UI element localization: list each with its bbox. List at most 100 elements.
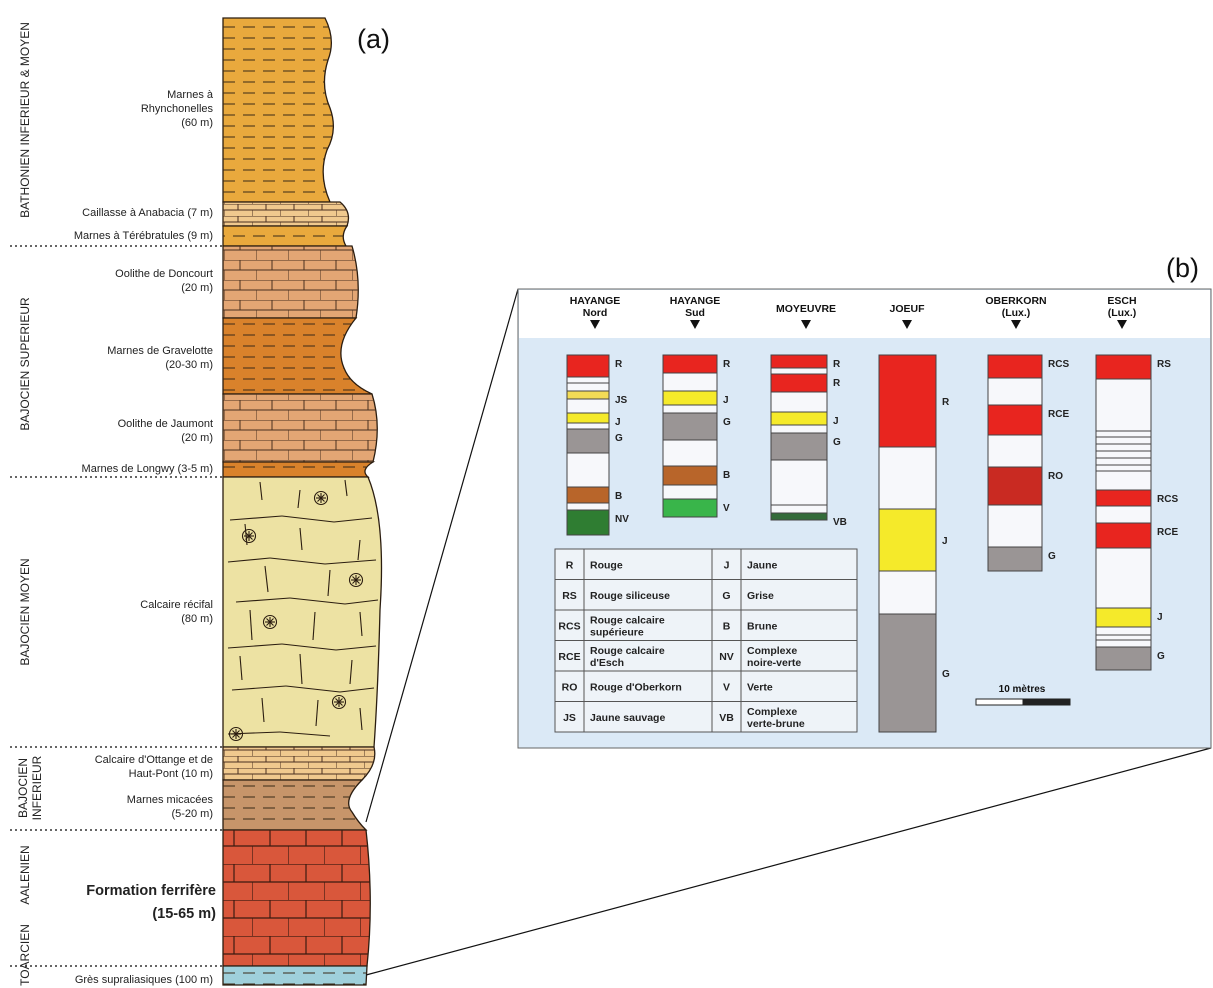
- layer-code-label: R: [833, 378, 841, 389]
- layer-code-label: G: [942, 669, 950, 680]
- layer-code-label: V: [723, 503, 730, 514]
- unit-label: Oolithe de Doncourt: [115, 268, 213, 280]
- legend-name: Complexe: [747, 706, 797, 718]
- legend-code: VB: [719, 712, 734, 724]
- stage-label-aalenien: AALENIEN: [18, 845, 32, 904]
- section-column-joeuf: R J G: [878, 354, 950, 733]
- legend-name: Verte: [747, 681, 773, 693]
- unit-label: Marnes à: [167, 89, 214, 101]
- unit-label: Caillasse à Anabacia (7 m): [82, 207, 213, 219]
- layer-code-label: G: [833, 437, 841, 448]
- layer-v: [662, 498, 718, 518]
- section-name: ESCH: [1107, 295, 1136, 307]
- fossil-icon: [348, 572, 364, 588]
- layer-code-label: RCE: [1157, 527, 1178, 538]
- zoom-connector-bottom: [365, 747, 1212, 976]
- layer-code-label: R: [723, 359, 731, 370]
- section-name: MOYEUVRE: [776, 303, 836, 315]
- legend-name: Jaune: [747, 559, 778, 571]
- legend-code: RCE: [558, 651, 580, 663]
- layer-b: [566, 486, 610, 504]
- legend-code: R: [566, 559, 574, 571]
- layer-code-label: J: [1157, 612, 1163, 623]
- layer-r: [566, 354, 610, 378]
- layer-code-label: G: [1157, 651, 1165, 662]
- legend-name: d'Esch: [590, 657, 624, 669]
- legend-name: Complexe: [747, 645, 797, 657]
- stage-label-toarcien: TOARCIEN: [18, 924, 32, 986]
- legend-name: noire-verte: [747, 657, 801, 669]
- layer-calcaire-recifal: [222, 476, 383, 748]
- layer-code-label: B: [615, 491, 622, 502]
- layer-code-label: R: [942, 397, 950, 408]
- legend-name: Rouge: [590, 559, 623, 571]
- layer-j: [662, 390, 718, 406]
- layer-g: [878, 613, 937, 733]
- legend-code: V: [723, 681, 730, 693]
- down-arrow-icon: [801, 320, 811, 329]
- layer-code-label: RS: [1157, 359, 1171, 370]
- legend-code: NV: [719, 651, 734, 663]
- layer-j: [770, 411, 828, 426]
- layer-r: [878, 354, 937, 448]
- section-subname: (Lux.): [1002, 307, 1031, 319]
- section-name: JOEUF: [889, 303, 925, 315]
- fossil-icon: [228, 726, 244, 742]
- legend-name: Grise: [747, 590, 774, 602]
- unit-label: (5-20 m): [171, 808, 213, 820]
- layer-code-label: J: [723, 395, 729, 406]
- fossil-icon: [262, 614, 278, 630]
- layer-nv: [566, 509, 610, 536]
- unit-label: (80 m): [181, 613, 213, 625]
- legend-name: Rouge siliceuse: [590, 590, 670, 602]
- layer-j: [566, 412, 610, 424]
- unit-label: Haut-Pont (10 m): [129, 768, 213, 780]
- fossil-icon: [313, 490, 329, 506]
- layer-code-label: R: [615, 359, 623, 370]
- layer-b: [662, 465, 718, 486]
- layer-g: [662, 412, 718, 441]
- layer-code-label: VB: [833, 517, 847, 528]
- layer-rce: [987, 404, 1043, 436]
- layer-code-label: G: [615, 433, 623, 444]
- layer-g: [770, 432, 828, 461]
- fossil-icon: [331, 694, 347, 710]
- layer-code-label: JS: [615, 395, 628, 406]
- unit-label: Marnes de Longwy (3-5 m): [82, 463, 213, 475]
- section-name: HAYANGE: [670, 295, 721, 307]
- layer-code-label: RCS: [1048, 359, 1069, 370]
- stratigraphic-column: BATHONIEN INFERIEUR & MOYEN BAJOCIEN SUP…: [10, 17, 383, 986]
- layer-g: [1095, 646, 1152, 671]
- stage-label-bajocien-moyen: BAJOCIEN MOYEN: [18, 558, 32, 665]
- unit-label: Rhynchonelles: [141, 103, 214, 115]
- layer-code-label: R: [833, 359, 841, 370]
- layer-g: [566, 428, 610, 454]
- stage-label-bathonien: BATHONIEN INFERIEUR & MOYEN: [18, 22, 32, 218]
- layer-js: [566, 390, 610, 400]
- stage-label-bajocien-superieur: BAJOCIEN SUPERIEUR: [18, 297, 32, 431]
- layer-r: [662, 354, 718, 374]
- scale-bar: 10 mètres: [975, 684, 1071, 706]
- zoom-connector-top: [365, 288, 519, 823]
- layer-code-label: B: [723, 470, 730, 481]
- layer-r: [770, 354, 828, 369]
- legend-name: Jaune sauvage: [590, 712, 665, 724]
- unit-label: (60 m): [181, 117, 213, 129]
- layer-code-label: J: [942, 536, 948, 547]
- unit-label: Marnes micacées: [127, 794, 214, 806]
- legend-code: G: [722, 590, 730, 602]
- unit-label: Calcaire d'Ottange et de: [95, 754, 213, 766]
- panel-label-b: (b): [1166, 253, 1199, 283]
- legend-code: RS: [562, 590, 577, 602]
- section-subname: Sud: [685, 307, 705, 319]
- down-arrow-icon: [690, 320, 700, 329]
- legend-name: Rouge d'Oberkorn: [590, 681, 682, 693]
- layer-vb: [770, 512, 828, 521]
- legend-code: B: [723, 620, 731, 632]
- unit-label: Oolithe de Jaumont: [118, 418, 213, 430]
- legend-name: Rouge calcaire: [590, 614, 665, 626]
